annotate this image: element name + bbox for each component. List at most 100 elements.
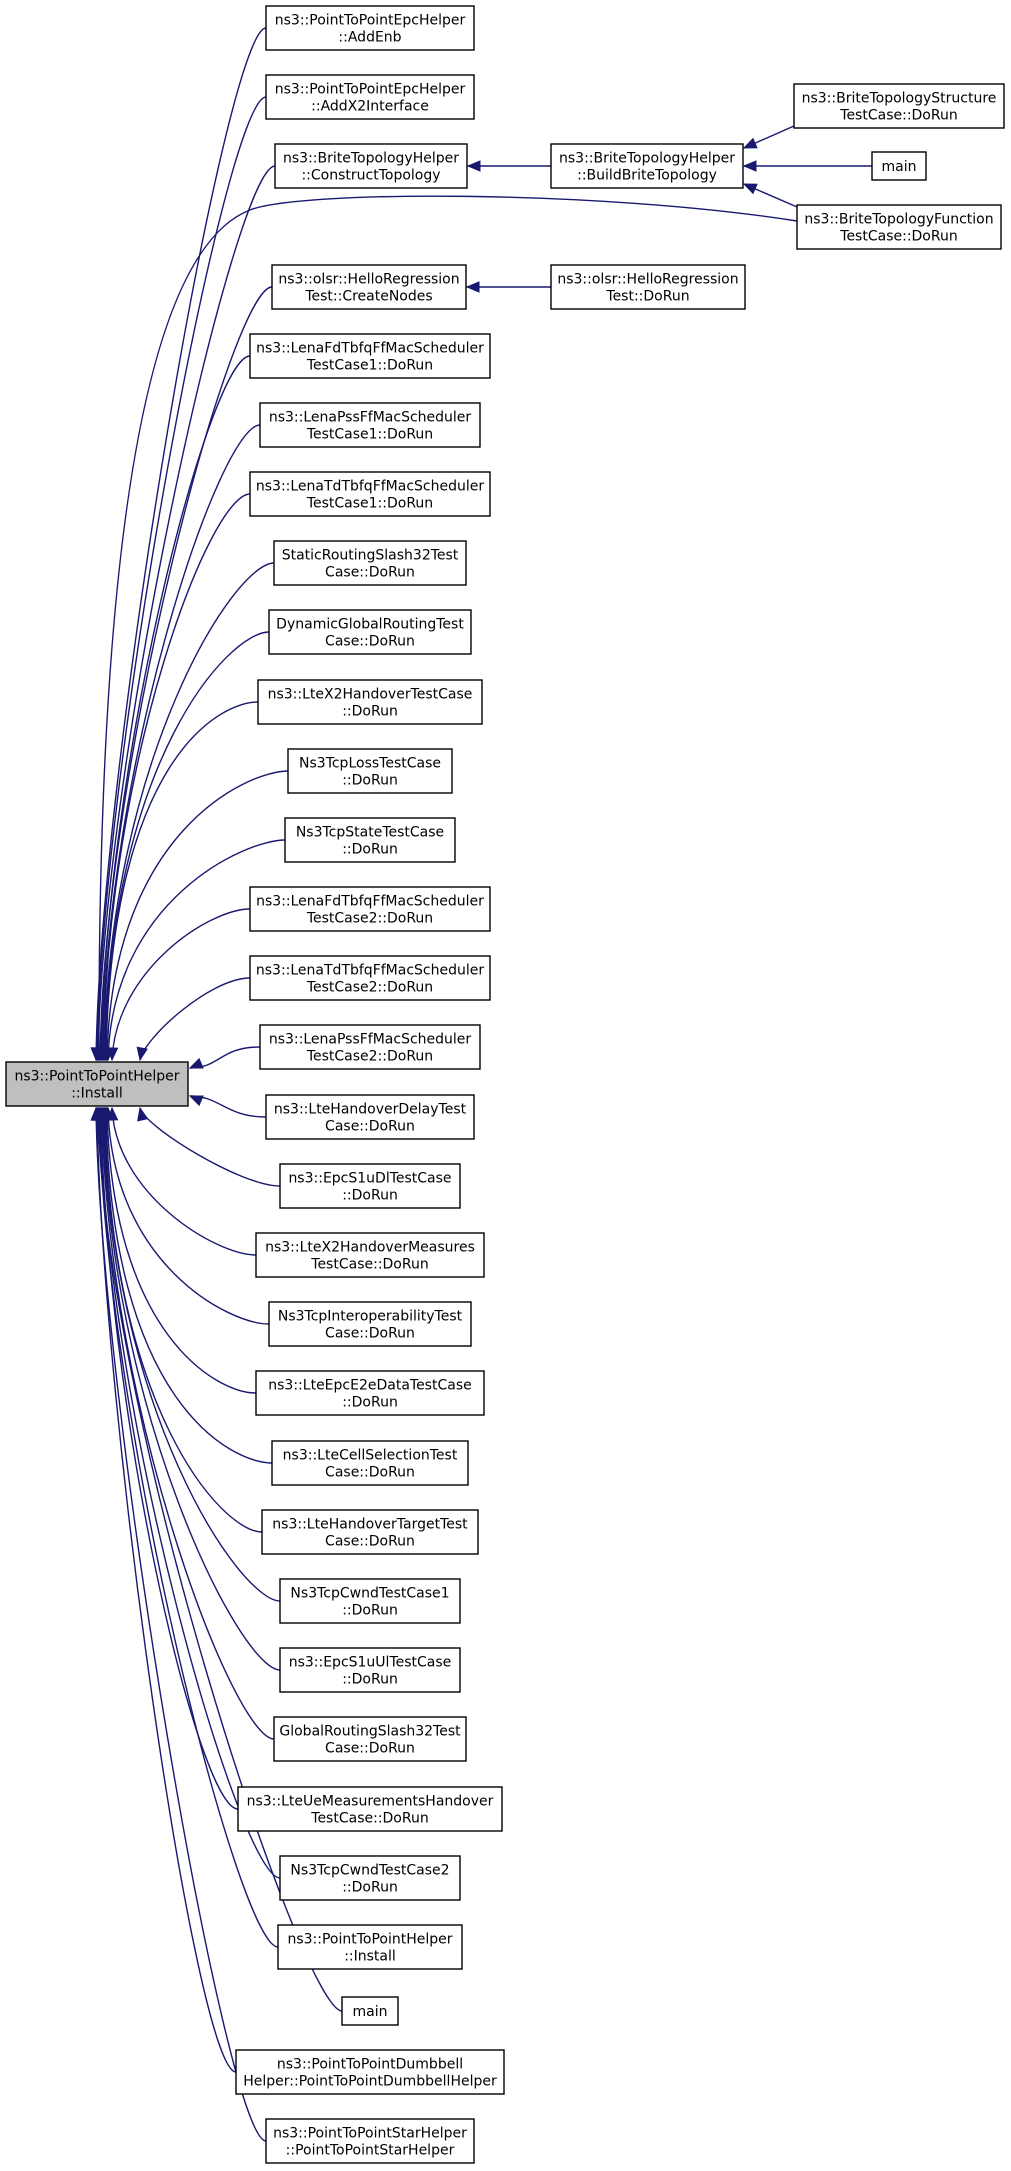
node-box (279, 1647, 461, 1693)
node-box (237, 1786, 503, 1832)
arrowhead-hodelay-to-install_main (188, 1095, 204, 1107)
node-epcdl[interactable]: ns3::EpcS1uDlTestCase::DoRun (279, 1163, 461, 1209)
edge-fdtbfq2-to-install_main (111, 908, 251, 1061)
node-box (249, 886, 491, 932)
node-box (287, 748, 453, 794)
node-box (265, 74, 475, 120)
edge-epcul-to-install_main (102, 1107, 281, 1671)
node-britefunc[interactable]: ns3::BriteTopologyFunctionTestCase::DoRu… (796, 204, 1002, 250)
node-label-line: TestCase2::DoRun (306, 1049, 433, 1065)
node-fdtbfq2[interactable]: ns3::LenaFdTbfqFfMacSchedulerTestCase2::… (249, 886, 491, 932)
node-label-line: ::DoRun (342, 842, 398, 858)
node-label-line: ::DoRun (342, 1880, 398, 1896)
node-label-line: Case::DoRun (325, 1741, 415, 1757)
node-box (550, 143, 744, 189)
edge-cellsel-to-install_main (105, 1107, 273, 1464)
node-addenb[interactable]: ns3::PointToPointEpcHelper::AddEnb (265, 5, 475, 51)
edge-addenb-to-install_main (95, 27, 267, 1061)
node-tcploss[interactable]: Ns3TcpLossTestCase::DoRun (287, 748, 453, 794)
edge-hotarget-to-install_main (104, 1107, 263, 1533)
node-box (284, 817, 456, 863)
node-fdtbfq1[interactable]: ns3::LenaFdTbfqFfMacSchedulerTestCase1::… (249, 333, 491, 379)
node-box (279, 1163, 461, 1209)
node-box (273, 1716, 467, 1762)
node-cwnd2[interactable]: Ns3TcpCwndTestCase2::DoRun (279, 1855, 461, 1901)
node-x2meas[interactable]: ns3::LteX2HandoverMeasuresTestCase::DoRu… (255, 1232, 485, 1278)
node-tcpstate[interactable]: Ns3TcpStateTestCase::DoRun (284, 817, 456, 863)
node-label-line: ::BuildBriteTopology (577, 168, 717, 184)
nodes-layer: ns3::PointToPointHelper::Installns3::Poi… (5, 5, 1005, 2164)
node-star[interactable]: ns3::PointToPointStarHelper::PointToPoin… (265, 2118, 475, 2164)
node-label-line: ns3::LteX2HandoverMeasures (265, 1240, 475, 1256)
edge-dynglobal-to-install_main (104, 631, 270, 1061)
node-box (268, 1301, 472, 1347)
node-label-line: TestCase1::DoRun (306, 358, 433, 374)
node-addx2[interactable]: ns3::PointToPointEpcHelper::AddX2Interfa… (265, 74, 475, 120)
node-epce2e[interactable]: ns3::LteEpcE2eDataTestCase::DoRun (255, 1370, 485, 1416)
node-britestruct[interactable]: ns3::BriteTopologyStructureTestCase::DoR… (793, 83, 1005, 129)
node-box (279, 1578, 461, 1624)
arrowhead-olsrrun-to-olsrcreate (465, 281, 480, 293)
node-box (249, 471, 491, 517)
arrowhead-epcdl-to-install_main (137, 1106, 149, 1122)
node-pss1[interactable]: ns3::LenaPssFfMacSchedulerTestCase1::DoR… (259, 402, 481, 448)
node-ltex2[interactable]: ns3::LteX2HandoverTestCase::DoRun (257, 679, 483, 725)
node-label-line: ::DoRun (342, 704, 398, 720)
node-uemeas[interactable]: ns3::LteUeMeasurementsHandoverTestCase::… (237, 1786, 503, 1832)
edge-tdtbfq1-to-install_main (102, 493, 251, 1061)
node-label-line: ns3::LteEpcE2eDataTestCase (268, 1378, 471, 1394)
arrowhead-britestruct-to-buildbrite (742, 137, 758, 149)
node-label-line: ns3::BriteTopologyStructure (802, 91, 997, 107)
node-box (796, 204, 1002, 250)
node-label-line: main (882, 159, 917, 175)
edge-star-to-install_main (95, 1107, 267, 2142)
node-main2[interactable]: main (341, 1996, 399, 2026)
node-label-line: ns3::PointToPointHelper (14, 1069, 179, 1085)
node-construct[interactable]: ns3::BriteTopologyHelper::ConstructTopol… (274, 143, 468, 189)
node-label-line: ::AddX2Interface (311, 99, 429, 115)
edge-epcdl-to-install_main (139, 1107, 281, 1187)
node-label-line: main (353, 2004, 388, 2020)
node-install_main[interactable]: ns3::PointToPointHelper::Install (5, 1061, 189, 1107)
node-install2[interactable]: ns3::PointToPointHelper::Install (277, 1924, 463, 1970)
edge-dumbbell-to-install_main (96, 1107, 237, 2073)
node-label-line: ::DoRun (342, 1395, 398, 1411)
node-buildbrite[interactable]: ns3::BriteTopologyHelper::BuildBriteTopo… (550, 143, 744, 189)
node-label-line: ::AddEnb (338, 30, 401, 46)
node-cwnd1[interactable]: Ns3TcpCwndTestCase1::DoRun (279, 1578, 461, 1624)
edge-global32-to-install_main (101, 1107, 275, 1740)
node-box (249, 955, 491, 1001)
node-box (341, 1996, 399, 2026)
node-label-line: Ns3TcpCwndTestCase2 (290, 1863, 449, 1879)
node-box (259, 1024, 481, 1070)
node-box (271, 1440, 469, 1486)
edge-static32-to-install_main (103, 562, 275, 1061)
node-dumbbell[interactable]: ns3::PointToPointDumbbellHelper::PointTo… (235, 2049, 505, 2095)
node-label-line: ns3::LteX2HandoverTestCase (268, 687, 473, 703)
node-label-line: ns3::LenaTdTbfqFfMacScheduler (256, 963, 484, 979)
node-olsrcreate[interactable]: ns3::olsr::HelloRegressionTest::CreateNo… (271, 264, 467, 310)
edge-britefunc-to-install_main (98, 195, 798, 1061)
node-main1[interactable]: main (871, 151, 927, 181)
node-pss2[interactable]: ns3::LenaPssFfMacSchedulerTestCase2::DoR… (259, 1024, 481, 1070)
node-epcul[interactable]: ns3::EpcS1uUlTestCase::DoRun (279, 1647, 461, 1693)
node-label-line: ns3::BriteTopologyHelper (283, 151, 459, 167)
node-label-line: ns3::EpcS1uUlTestCase (289, 1655, 452, 1671)
node-tdtbfq2[interactable]: ns3::LenaTdTbfqFfMacSchedulerTestCase2::… (249, 955, 491, 1001)
node-tdtbfq1[interactable]: ns3::LenaTdTbfqFfMacSchedulerTestCase1::… (249, 471, 491, 517)
node-label-line: ns3::LenaFdTbfqFfMacScheduler (256, 894, 484, 910)
node-label-line: TestCase1::DoRun (306, 496, 433, 512)
node-box (5, 1061, 189, 1107)
arrowhead-tdtbfq2-to-install_main (136, 1046, 148, 1062)
node-label-line: ns3::olsr::HelloRegression (557, 272, 738, 288)
node-box (265, 1094, 475, 1140)
